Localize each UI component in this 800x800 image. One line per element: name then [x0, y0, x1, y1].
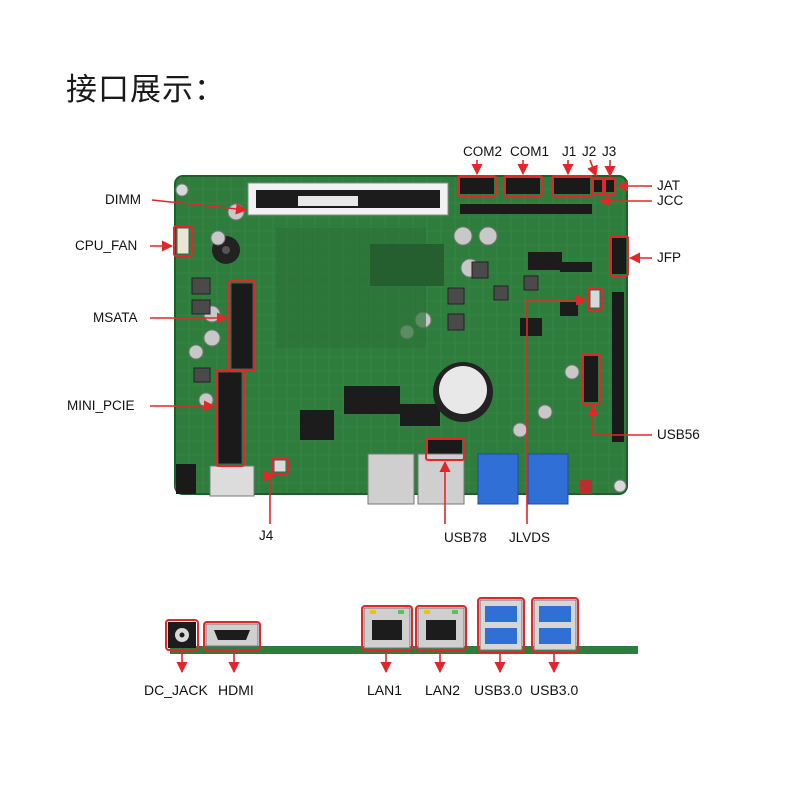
- msata-slot: [230, 282, 254, 370]
- label-mini-pcie: MINI_PCIE: [67, 398, 135, 413]
- label-msata: MSATA: [93, 310, 138, 325]
- io-highlight-boxes: [165, 597, 579, 653]
- label-usb78: USB78: [444, 530, 487, 545]
- usb56-header: [584, 356, 598, 402]
- motherboard: [174, 175, 628, 505]
- label-hdmi: HDMI: [218, 682, 254, 698]
- label-usb30-a: USB3.0: [474, 682, 523, 698]
- io-leader-lines: [176, 652, 560, 674]
- com2-header: [460, 178, 494, 194]
- label-com2: COM2: [463, 144, 503, 159]
- label-jfp: JFP: [657, 250, 682, 265]
- j4-header: [273, 459, 287, 473]
- label-dimm: DIMM: [105, 192, 141, 207]
- mini-pcie-slot: [217, 371, 243, 465]
- label-j2: J2: [582, 144, 597, 159]
- label-usb56: USB56: [657, 427, 700, 442]
- label-lan1: LAN1: [367, 682, 403, 698]
- label-usb30-b: USB3.0: [530, 682, 579, 698]
- io-panel: [168, 599, 638, 654]
- label-cpu-fan: CPU_FAN: [75, 238, 138, 253]
- label-j4: J4: [259, 528, 274, 543]
- label-j1: J1: [562, 144, 577, 159]
- label-lan2: LAN2: [425, 682, 461, 698]
- label-jcc: JCC: [657, 193, 684, 208]
- label-jlvds: JLVDS: [509, 530, 551, 545]
- com1-header: [506, 178, 540, 194]
- label-dc-jack: DC_JACK: [144, 682, 208, 698]
- label-com1: COM1: [510, 144, 550, 159]
- jlvds-header: [589, 289, 601, 309]
- page-title: 接口展示：: [66, 72, 226, 108]
- highlight-boxes: [173, 175, 629, 475]
- leader-lines: [150, 159, 652, 524]
- label-jat: JAT: [657, 178, 680, 193]
- cpu-fan-header: [176, 227, 190, 255]
- jfp-header: [612, 238, 626, 274]
- label-j3: J3: [602, 144, 617, 159]
